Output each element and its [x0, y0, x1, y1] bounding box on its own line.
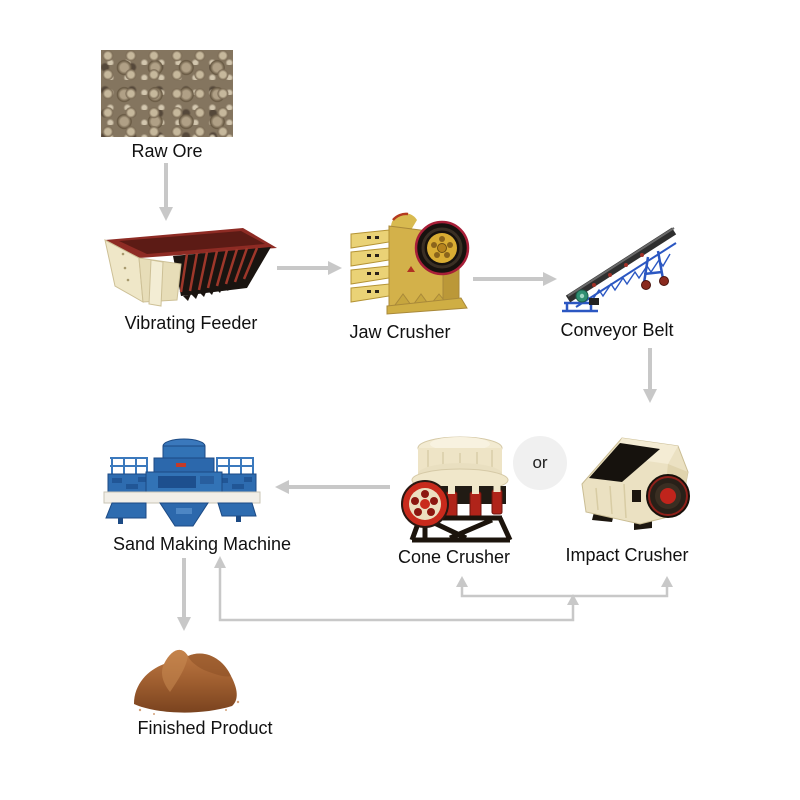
vibrating-feeder-label: Vibrating Feeder [124, 313, 258, 333]
arrowhead-recirc-to-impact-crusher [661, 576, 673, 587]
conveyor-belt-label: Conveyor Belt [560, 320, 674, 340]
or-badge-label: or [532, 453, 548, 472]
arrowhead-to-impact-crusher [643, 389, 657, 403]
or-badge: or [513, 436, 567, 490]
finished-product-illustration [126, 634, 250, 720]
impact-crusher-illustration [576, 430, 702, 536]
finished-product-label: Finished Product [137, 718, 273, 738]
arrowhead-recirc-to-sand-making-machine [214, 556, 226, 568]
jaw-crusher-label: Jaw Crusher [349, 322, 451, 342]
raw-ore-photo [101, 50, 233, 137]
arrowhead-to-vibrating-feeder [159, 207, 173, 221]
impact-crusher-label: Impact Crusher [565, 545, 689, 565]
sand-making-machine-label: Sand Making Machine [112, 534, 292, 554]
raw-ore-label: Raw Ore [131, 141, 203, 161]
arrowhead-to-conveyor-belt [543, 272, 557, 286]
sand-making-machine-illustration [96, 436, 268, 532]
arrowhead-to-sand-making-machine [275, 480, 289, 494]
vibrating-feeder-illustration [95, 224, 280, 309]
connector-recirculation-branch [460, 582, 669, 598]
conveyor-belt-illustration [560, 217, 692, 317]
arrowhead-to-finished-product [177, 617, 191, 631]
arrowhead-recirc-to-cone-crusher [456, 576, 468, 587]
cone-crusher-illustration [398, 432, 516, 544]
arrowhead-recirc-junction [567, 594, 579, 605]
cone-crusher-label: Cone Crusher [397, 547, 511, 567]
arrowhead-to-jaw-crusher [328, 261, 342, 275]
jaw-crusher-illustration [345, 206, 473, 318]
connector-recirculation-main [218, 566, 575, 622]
